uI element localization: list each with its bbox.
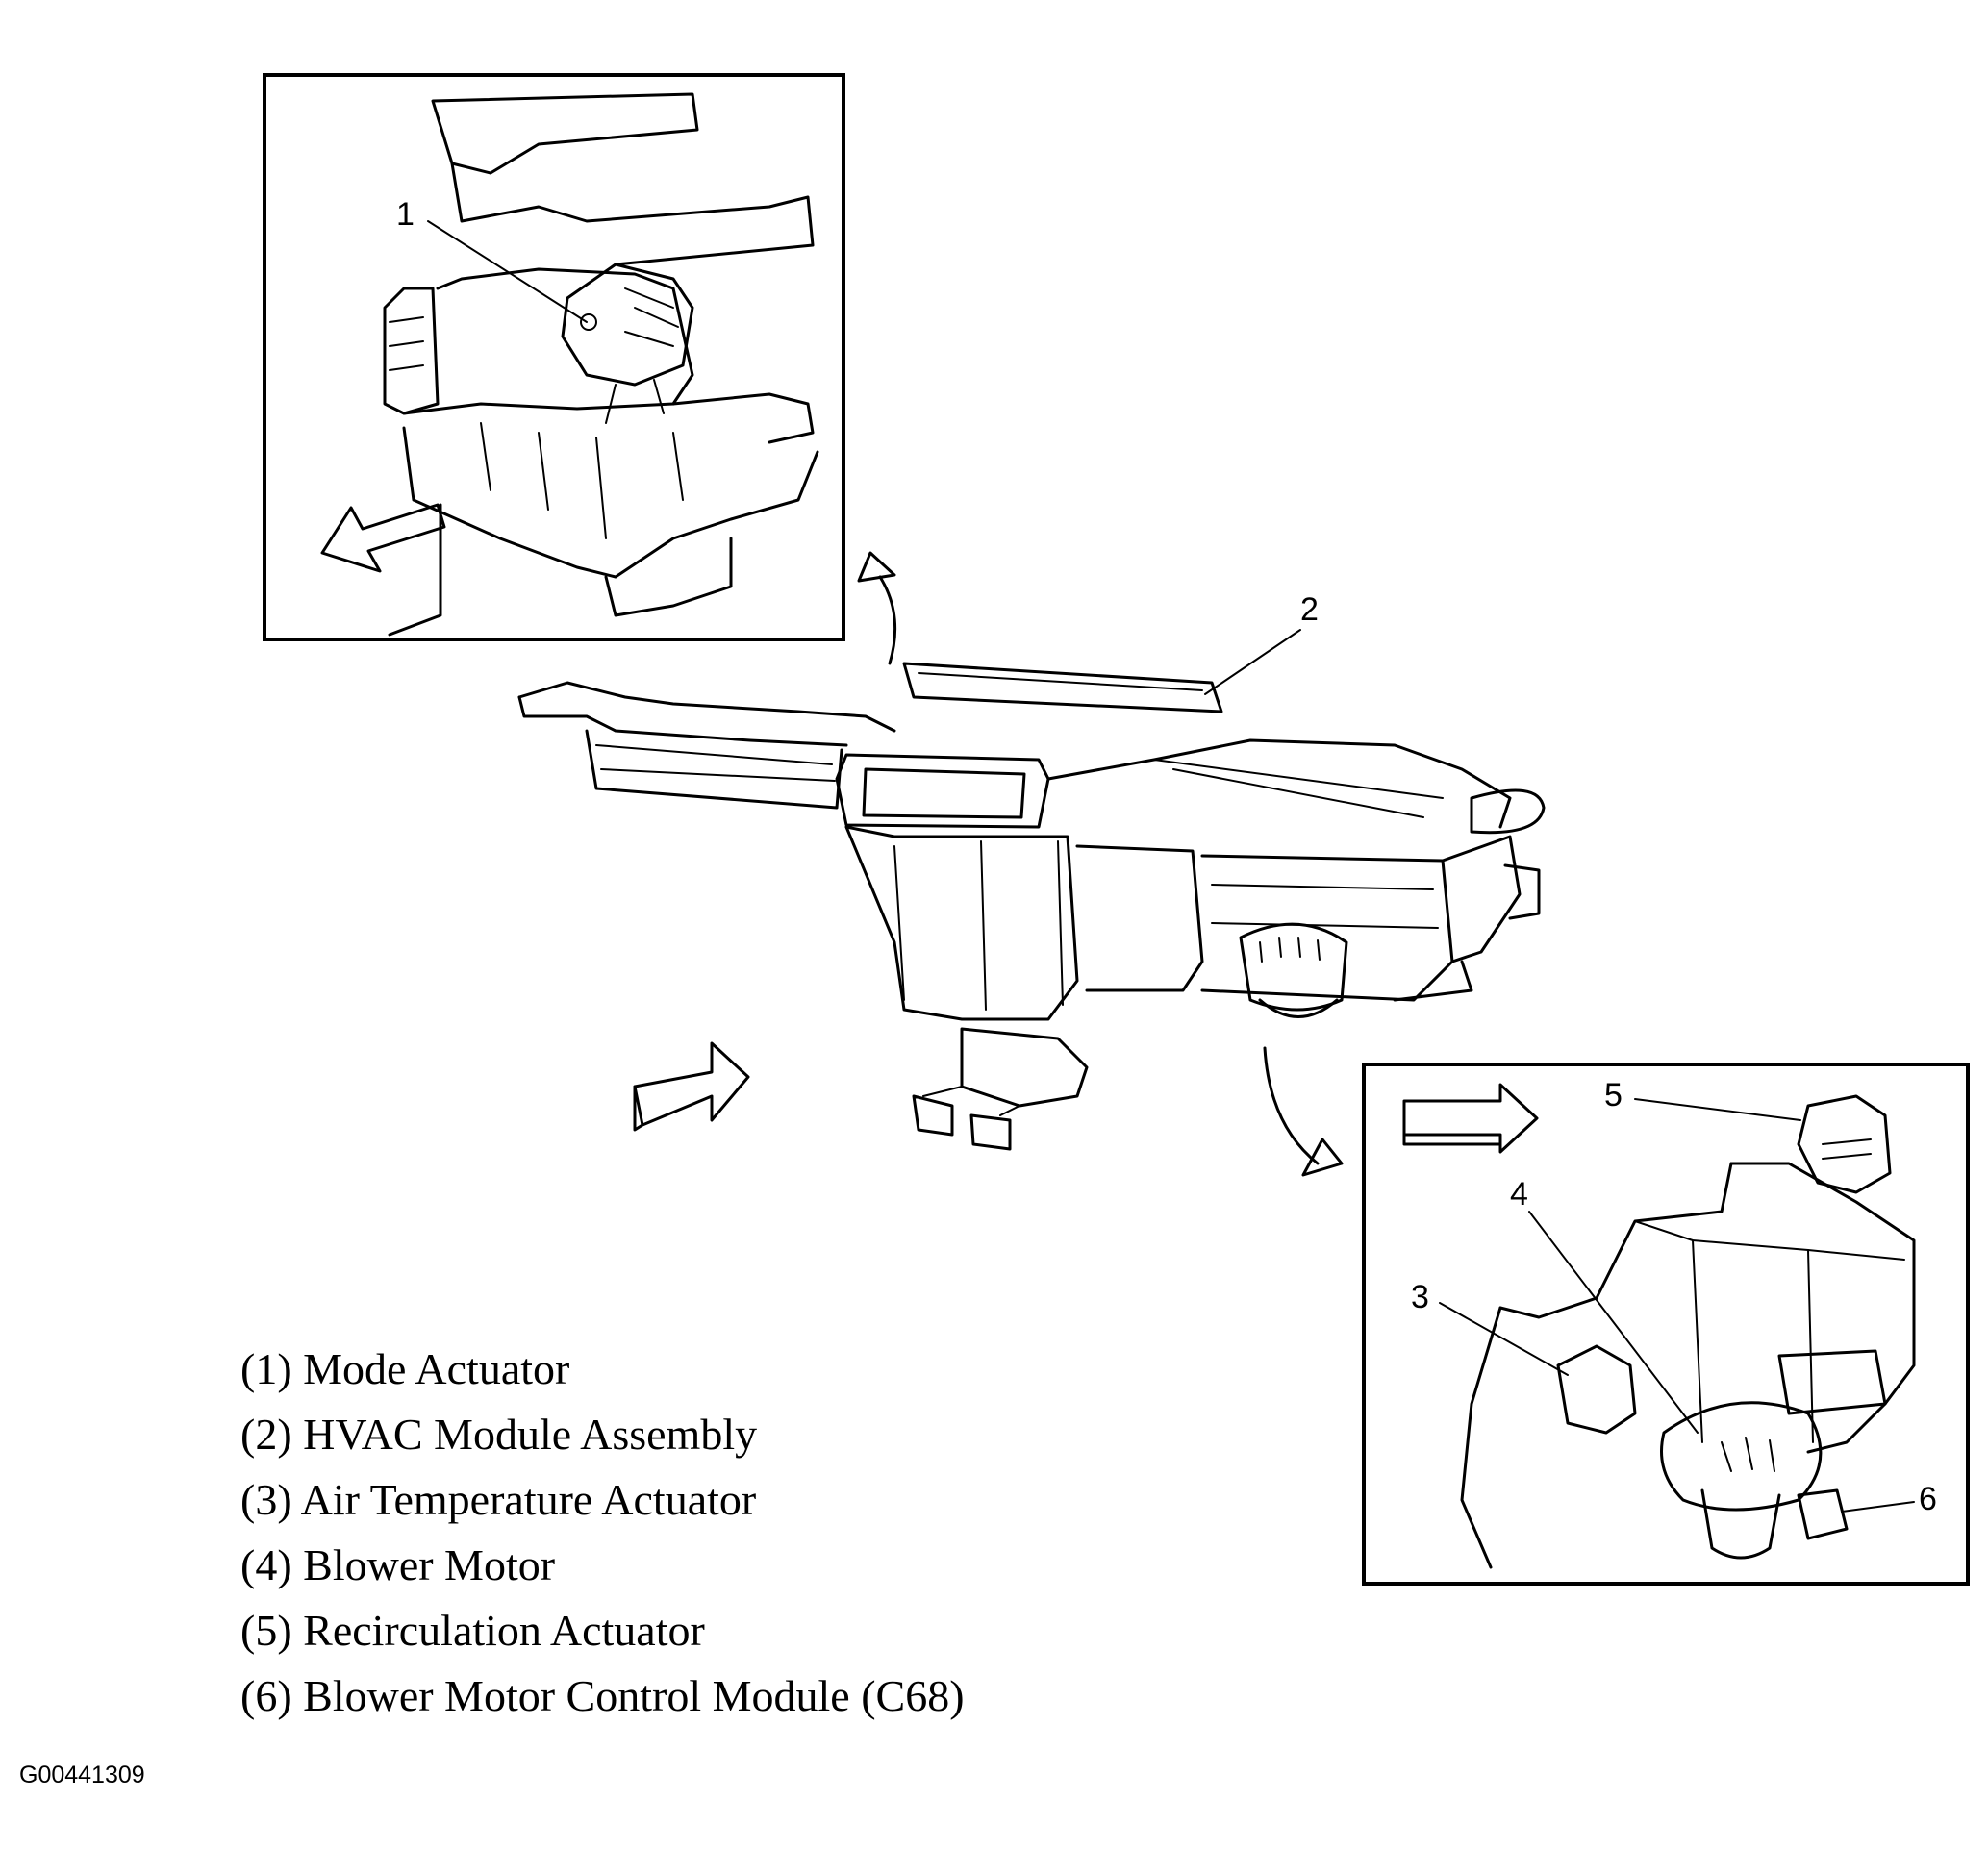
legend-item: (4) Blower Motor bbox=[240, 1540, 556, 1589]
callout-3-number: 3 bbox=[1411, 1279, 1429, 1315]
legend-item: (3) Air Temperature Actuator bbox=[240, 1475, 757, 1524]
callout-5-number: 5 bbox=[1604, 1077, 1623, 1113]
callout-3-leader bbox=[1439, 1302, 1569, 1376]
callout-1-leader bbox=[427, 220, 588, 323]
curved-arrow-down bbox=[1263, 1046, 1320, 1165]
callout-4-number: 4 bbox=[1510, 1176, 1528, 1212]
legend-item: (1) Mode Actuator bbox=[240, 1344, 570, 1393]
curved-arrow-up bbox=[878, 575, 897, 665]
inset-top-left: 1 bbox=[263, 73, 845, 641]
inset-bottom-right: 5 4 3 6 bbox=[1362, 1062, 1970, 1586]
legend-item: (2) HVAC Module Assembly bbox=[240, 1410, 758, 1459]
callout-2-number: 2 bbox=[1300, 591, 1319, 628]
legend-item: (6) Blower Motor Control Module (C68) bbox=[240, 1671, 965, 1720]
callout-6-number: 6 bbox=[1919, 1481, 1937, 1517]
callout-2-leader bbox=[1204, 629, 1301, 695]
callout-6-leader bbox=[1841, 1501, 1915, 1512]
legend-item: (5) Recirculation Actuator bbox=[240, 1606, 705, 1655]
direction-arrow-main bbox=[633, 1041, 750, 1127]
callout-1-number: 1 bbox=[396, 196, 415, 233]
callout-4-leader bbox=[1528, 1211, 1699, 1434]
hvac-module-main: 2 bbox=[517, 591, 1546, 1151]
figure-id: G00441309 bbox=[19, 1762, 145, 1788]
parts-legend: (1) Mode Actuator (2) HVAC Module Assemb… bbox=[240, 1337, 965, 1729]
callout-5-leader bbox=[1634, 1098, 1801, 1121]
